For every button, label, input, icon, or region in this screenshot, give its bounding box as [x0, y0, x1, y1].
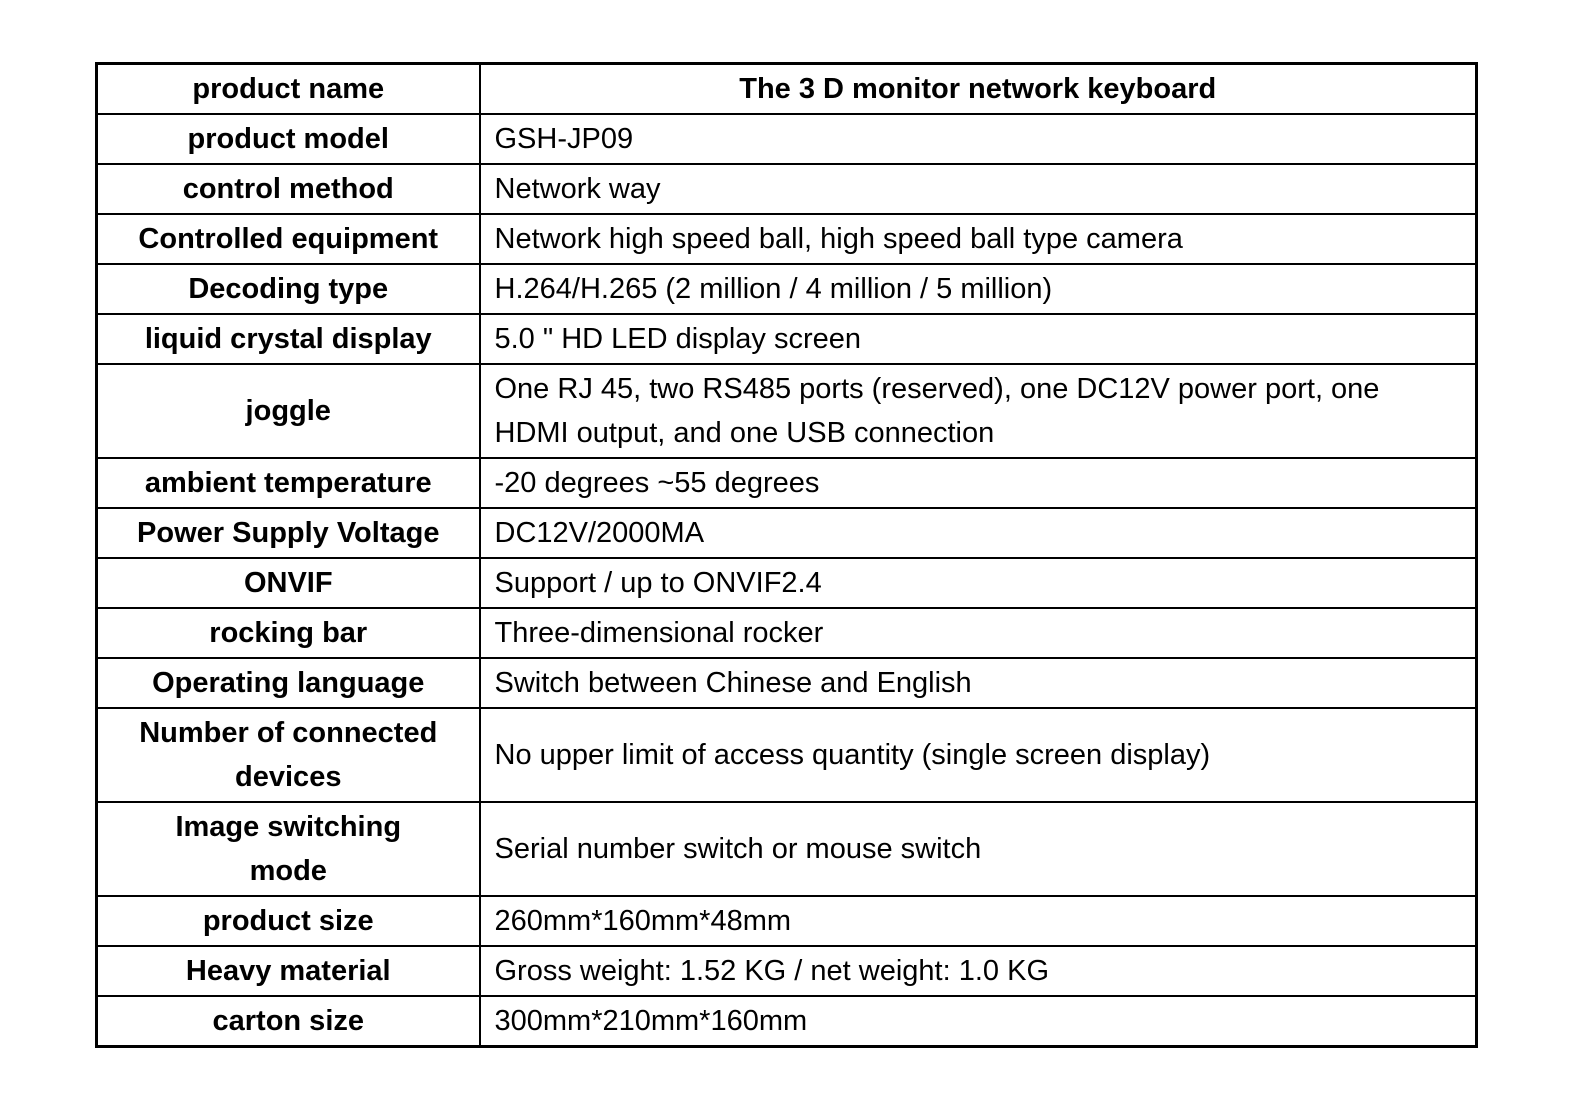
table-row-control-method: control method Network way — [95, 163, 1478, 215]
table-row-product-size: product size 260mm*160mm*48mm — [95, 895, 1478, 947]
row-value: No upper limit of access quantity (singl… — [478, 707, 1478, 803]
row-label: ONVIF — [95, 557, 481, 609]
row-value: -20 degrees ~55 degrees — [478, 457, 1478, 509]
row-value: Serial number switch or mouse switch — [478, 801, 1478, 897]
product-spec-table: product name The 3 D monitor network key… — [95, 62, 1478, 1048]
table-row-operating-language: Operating language Switch between Chines… — [95, 657, 1478, 709]
row-label: Power Supply Voltage — [95, 507, 481, 559]
table-row-decoding-type: Decoding type H.264/H.265 (2 million / 4… — [95, 263, 1478, 315]
row-label: product model — [95, 113, 481, 165]
table-row-onvif: ONVIF Support / up to ONVIF2.4 — [95, 557, 1478, 609]
row-value: 5.0 " HD LED display screen — [478, 313, 1478, 365]
row-value: H.264/H.265 (2 million / 4 million / 5 m… — [478, 263, 1478, 315]
row-label: Decoding type — [95, 263, 481, 315]
table-row-ambient-temperature: ambient temperature -20 degrees ~55 degr… — [95, 457, 1478, 509]
row-label: carton size — [95, 995, 481, 1048]
row-value: Network high speed ball, high speed ball… — [478, 213, 1478, 265]
table-row-joggle: joggle One RJ 45, two RS485 ports (reser… — [95, 363, 1478, 459]
table-row-product-model: product model GSH-JP09 — [95, 113, 1478, 165]
row-value: 260mm*160mm*48mm — [478, 895, 1478, 947]
row-label: joggle — [95, 363, 481, 459]
row-label: Image switching mode — [95, 801, 481, 897]
table-row-image-switching-mode: Image switching mode Serial number switc… — [95, 801, 1478, 897]
table-row-product-name: product name The 3 D monitor network key… — [95, 62, 1478, 115]
row-label: Heavy material — [95, 945, 481, 997]
row-value: GSH-JP09 — [478, 113, 1478, 165]
row-value: The 3 D monitor network keyboard — [478, 62, 1478, 115]
row-value: Support / up to ONVIF2.4 — [478, 557, 1478, 609]
row-label: product name — [95, 62, 481, 115]
row-value: Switch between Chinese and English — [478, 657, 1478, 709]
table-row-power-supply-voltage: Power Supply Voltage DC12V/2000MA — [95, 507, 1478, 559]
table-row-controlled-equipment: Controlled equipment Network high speed … — [95, 213, 1478, 265]
row-value: Network way — [478, 163, 1478, 215]
row-label: ambient temperature — [95, 457, 481, 509]
row-value: One RJ 45, two RS485 ports (reserved), o… — [478, 363, 1478, 459]
table-row-number-of-connected-devices: Number of connected devices No upper lim… — [95, 707, 1478, 803]
row-label: Number of connected devices — [95, 707, 481, 803]
row-label: Operating language — [95, 657, 481, 709]
table-row-carton-size: carton size 300mm*210mm*160mm — [95, 995, 1478, 1048]
row-value: 300mm*210mm*160mm — [478, 995, 1478, 1048]
table-row-heavy-material: Heavy material Gross weight: 1.52 KG / n… — [95, 945, 1478, 997]
table-row-rocking-bar: rocking bar Three-dimensional rocker — [95, 607, 1478, 659]
row-label: Controlled equipment — [95, 213, 481, 265]
row-label: rocking bar — [95, 607, 481, 659]
row-label: product size — [95, 895, 481, 947]
row-value: Gross weight: 1.52 KG / net weight: 1.0 … — [478, 945, 1478, 997]
table-row-liquid-crystal-display: liquid crystal display 5.0 " HD LED disp… — [95, 313, 1478, 365]
row-label: control method — [95, 163, 481, 215]
row-value: DC12V/2000MA — [478, 507, 1478, 559]
row-value: Three-dimensional rocker — [478, 607, 1478, 659]
row-label: liquid crystal display — [95, 313, 481, 365]
